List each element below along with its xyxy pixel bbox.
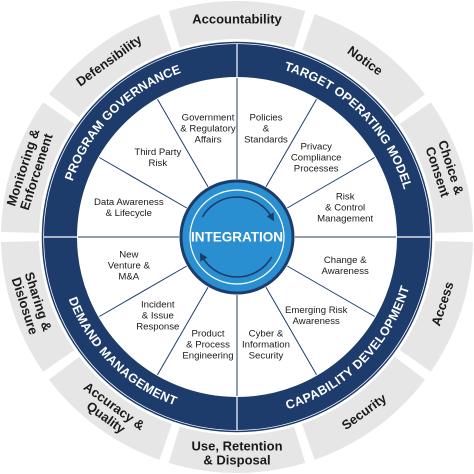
- capability-label-line: Emerging Risk: [285, 305, 348, 316]
- capability-label-line: Policies: [249, 112, 282, 123]
- outer-segment-monitoring-and-enforcement: Monitoring &Enforcement: [1, 102, 75, 233]
- capability-label-line: Data Awareness: [94, 197, 164, 208]
- inner-ring-divider: [265, 286, 317, 375]
- arrowhead-icon: [199, 252, 208, 262]
- governance-ring-edge: [41, 41, 433, 433]
- capability-label-line: &: [263, 123, 270, 134]
- capability-label-line: Product: [191, 329, 224, 340]
- capability-label-line: Venture &: [108, 261, 151, 272]
- outer-segment-tile: [168, 0, 306, 48]
- capability-label-line: Awareness: [293, 316, 340, 327]
- outer-segment-tile: [399, 241, 473, 372]
- integration-hub: INTEGRATION: [179, 179, 295, 295]
- capability-label-line: Risk: [336, 192, 355, 203]
- outer-segment-notice: Notice: [302, 14, 425, 118]
- outer-segment-choice-and-consent: Choice &Consent: [399, 102, 473, 233]
- capability-label-line: Management: [317, 214, 373, 225]
- outer-segment-tile: [1, 102, 75, 233]
- capability-label-line: & Issue: [142, 311, 174, 322]
- capability-policies-and-standards: Policies&Standards: [244, 112, 288, 145]
- inner-ring-divider: [286, 157, 375, 209]
- outer-label-line: & Disposal: [203, 452, 270, 467]
- capability-label-line: Security: [249, 351, 284, 362]
- capability-data-awareness-and-lifecycle: Data Awareness& Lifecycle: [94, 197, 164, 219]
- capability-label-line: Compliance: [291, 152, 342, 163]
- outer-label-line: Accountability: [192, 11, 282, 26]
- capability-label-line: Affairs: [195, 134, 222, 145]
- capability-label-line: Government: [182, 112, 235, 123]
- capability-label-line: Privacy: [300, 141, 332, 152]
- capability-label-line: Awareness: [322, 266, 369, 277]
- capability-label-line: Third Party: [134, 147, 181, 158]
- inner-ring-divider: [99, 265, 188, 317]
- cycle-arrow-icon: [201, 256, 273, 278]
- capability-label-line: Information: [242, 340, 290, 351]
- outer-segment-label: Use, Retention& Disposal: [191, 438, 282, 467]
- outer-segment-tile: [302, 356, 425, 460]
- inner-ring-divider: [265, 99, 317, 188]
- capability-label-line: Processes: [294, 163, 339, 174]
- capability-label-line: & Regulatory: [180, 123, 236, 134]
- capability-label-line: Risk: [148, 158, 167, 169]
- outer-segment-tile: [49, 356, 172, 460]
- capability-label-line: & Control: [325, 203, 365, 214]
- outer-segment-access: Access: [399, 241, 473, 372]
- inner-ring-divider: [157, 99, 209, 188]
- capability-change-and-awareness: Change &Awareness: [322, 255, 369, 277]
- outer-segment-tile: [302, 14, 425, 118]
- cycle-arrow-icon: [201, 196, 273, 218]
- outer-segment-label: Choice &Consent: [423, 138, 467, 199]
- hub-label: INTEGRATION: [191, 230, 283, 245]
- integration-hub-inner: [189, 189, 285, 285]
- outer-segment-tile: [49, 14, 172, 118]
- outer-segment-tile: [168, 426, 306, 473]
- outer-segment-tile: [399, 102, 473, 233]
- capability-label-line: New: [119, 250, 138, 261]
- capability-label-line: Response: [136, 322, 179, 333]
- capability-label-line: M&A: [118, 272, 139, 283]
- capability-label-line: & Lifecycle: [106, 208, 152, 219]
- capability-label-line: Change &: [324, 255, 367, 266]
- outer-segment-label: Accountability: [192, 11, 282, 26]
- capability-label-line: Incident: [141, 300, 175, 311]
- inner-ring-divider: [286, 265, 375, 317]
- outer-segment-accountability: Accountability: [168, 0, 306, 48]
- capability-label-line: & Process: [186, 340, 230, 351]
- inner-ring-divider: [157, 286, 209, 375]
- inner-ring-divider: [99, 157, 188, 209]
- outer-segment-tile: [1, 241, 75, 372]
- arrowhead-icon: [266, 212, 275, 222]
- capability-label-line: Engineering: [182, 351, 233, 362]
- outer-label-line: Use, Retention: [191, 438, 282, 453]
- capability-label-line: Standards: [244, 134, 288, 145]
- outer-segment-use-retention-and-disposal: Use, Retention& Disposal: [168, 426, 306, 473]
- capability-label-line: Cyber &: [249, 329, 284, 340]
